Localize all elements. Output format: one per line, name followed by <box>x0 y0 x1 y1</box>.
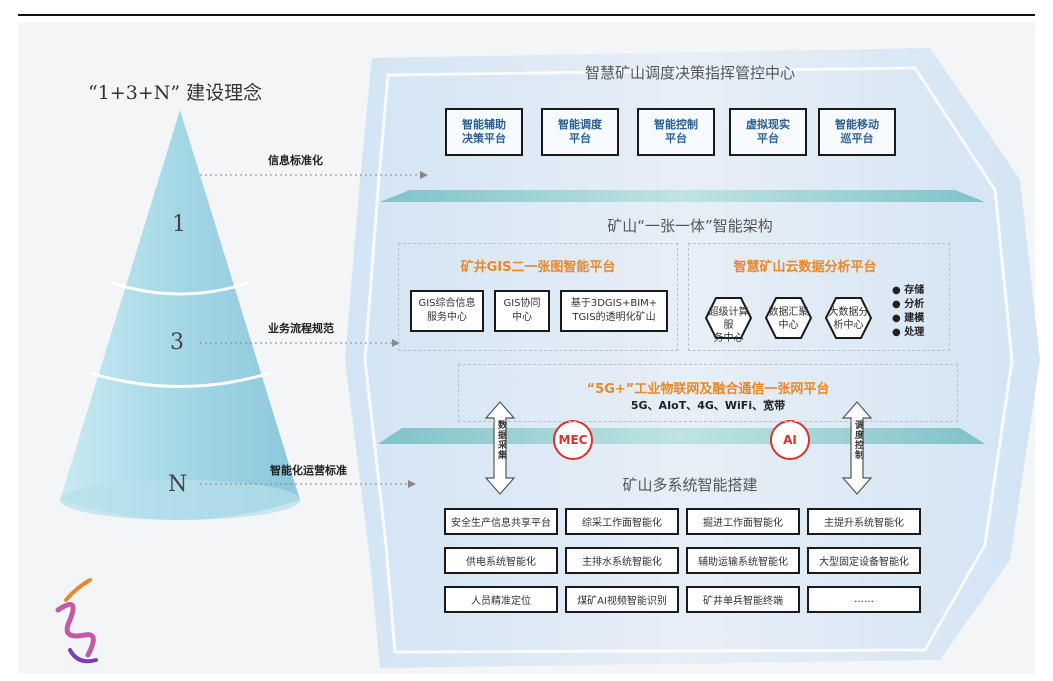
system-cell: 人员精准定位 <box>444 586 558 613</box>
cone-divider-2 <box>89 371 271 388</box>
cone-shape <box>60 110 300 520</box>
gis-collab-center: GIS协同中心 <box>494 290 550 332</box>
hex-1-label: 超级计算服务中心 <box>708 307 749 344</box>
label-business-process: 业务流程规范 <box>268 322 334 335</box>
cone-level-n: N <box>168 472 188 497</box>
platform-control: 智能控制平台 <box>637 108 715 156</box>
logo-squiggle <box>55 601 96 658</box>
arrow-left-text: 数据采集 <box>496 420 506 460</box>
bullet-item: ● 处理 <box>892 327 925 338</box>
mid-title: 矿山“一张一体”智能架构 <box>607 217 773 235</box>
connector-business-arrow <box>392 339 400 347</box>
hex-2 <box>764 297 813 339</box>
system-cell: 主排水系统智能化 <box>565 547 679 574</box>
cone-level-1: 1 <box>172 212 186 237</box>
system-cell: 供电系统智能化 <box>444 547 558 574</box>
network-title: “5G+”工业物联网及融合通信一张网平台 <box>586 382 830 397</box>
system-cell: 安全生产信息共享平台 <box>444 508 558 535</box>
logo-squiggle-tail <box>68 648 98 664</box>
gis-service-center: GIS综合信息服务中心 <box>410 290 484 332</box>
platform-mobile: 智能移动巡平台 <box>818 108 896 156</box>
platform-dispatch: 智能调度平台 <box>541 108 619 156</box>
system-cell: …… <box>807 586 921 613</box>
system-cell: 综采工作面智能化 <box>565 508 679 535</box>
cloud-bullets: ● 存储 ● 分析 ● 建模 ● 处理 <box>892 284 924 340</box>
gis-transparent-mine: 基于3DGIS+BIM+TGIS的透明化矿山 <box>560 290 668 332</box>
bullet-item: ● 建模 <box>892 313 925 324</box>
arrow-right <box>841 401 873 495</box>
system-cell: 掘进工作面智能化 <box>686 508 800 535</box>
gis-platform-title: 矿井GIS二一张图智能平台 <box>460 260 616 275</box>
cloud-platform-title: 智慧矿山云数据分析平台 <box>733 260 877 275</box>
bottom-title: 矿山多系统智能搭建 <box>622 476 758 494</box>
concept-title: “1+3+N” 建设理念 <box>88 82 263 104</box>
hex-1 <box>704 297 753 339</box>
cone-base <box>60 480 300 520</box>
arrow-right-text: 调度控制 <box>853 420 863 460</box>
system-cell: 矿井单兵智能终端 <box>686 586 800 613</box>
hex-3 <box>824 297 873 339</box>
hexagon-inner <box>363 66 1014 654</box>
label-ops-standard: 智能化运营标准 <box>270 464 347 477</box>
logo-squiggle-accent <box>64 578 92 602</box>
cone-level-3: 3 <box>170 330 184 355</box>
gis-platform-frame <box>398 243 678 351</box>
system-cell: 煤矿AI视频智能识别 <box>565 586 679 613</box>
arrow-left <box>484 401 516 495</box>
mec-label: MEC <box>558 433 588 447</box>
cloud-platform-frame <box>688 243 950 351</box>
network-frame <box>458 364 958 422</box>
platform-decision: 智能辅助决策平台 <box>445 108 523 156</box>
top-rule <box>18 14 1035 16</box>
connector-ops-arrow <box>408 480 416 488</box>
system-cell: 辅助运输系统智能化 <box>686 547 800 574</box>
network-subtitle: 5G、AIoT、4G、WiFi、宽带 <box>630 399 786 412</box>
hex-2-label: 数据汇聚中心 <box>768 307 809 331</box>
hex-3-label: 大数据分析中心 <box>828 307 869 331</box>
label-info-standard: 信息标准化 <box>268 154 323 167</box>
plate-top <box>380 190 985 202</box>
bullet-item: ● 存储 <box>892 285 925 296</box>
ai-label: AI <box>783 433 797 447</box>
system-cell: 大型固定设备智能化 <box>807 547 921 574</box>
plate-bottom <box>378 428 985 444</box>
connector-info-arrow <box>420 171 428 179</box>
center-title: 智慧矿山调度决策指挥管控中心 <box>584 64 795 82</box>
system-cell: 主提升系统智能化 <box>807 508 921 535</box>
bullet-item: ● 分析 <box>892 299 925 310</box>
cone-divider-1 <box>111 281 249 296</box>
platform-vr: 虚拟现实平台 <box>729 108 807 156</box>
